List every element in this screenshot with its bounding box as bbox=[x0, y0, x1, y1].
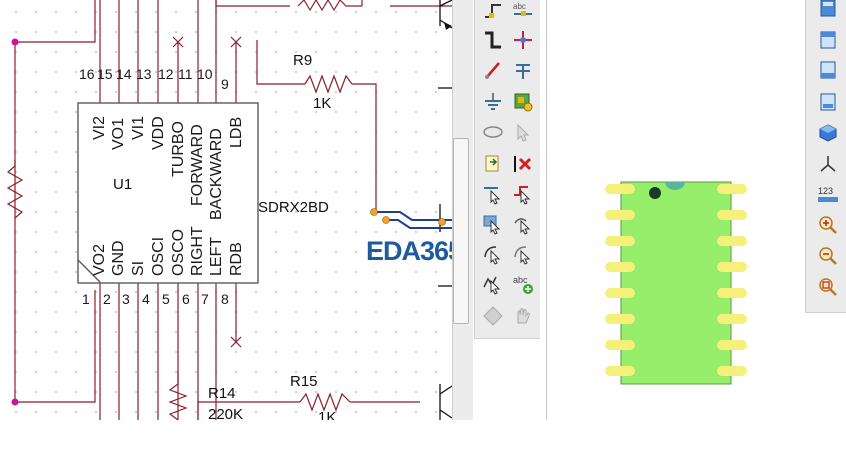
pin-name-right: RIGHT bbox=[189, 226, 206, 276]
add-text-icon[interactable]: abc bbox=[509, 270, 537, 298]
r14-value[interactable]: 220K bbox=[208, 406, 244, 420]
select-rect-icon[interactable] bbox=[479, 210, 507, 238]
ground-tool-icon[interactable] bbox=[479, 88, 507, 116]
r9-value[interactable]: 1K bbox=[313, 95, 332, 112]
pin-name-vo2: VO2 bbox=[91, 243, 108, 276]
zoom-in-icon[interactable] bbox=[816, 213, 840, 237]
zoom-out-icon[interactable] bbox=[816, 244, 840, 268]
pin-num-9: 9 bbox=[221, 76, 229, 92]
top-view-icon[interactable] bbox=[816, 0, 840, 20]
pin-name-vo1: VO1 bbox=[110, 117, 127, 150]
hand-pan-icon[interactable] bbox=[509, 302, 537, 330]
select-line-icon[interactable] bbox=[479, 180, 507, 208]
ic-footprint bbox=[605, 181, 747, 385]
diamond-tool-icon[interactable] bbox=[479, 302, 507, 330]
component-ref[interactable]: U1 bbox=[113, 176, 133, 193]
pin-num-7: 7 bbox=[201, 291, 209, 307]
pin-name-si: SI bbox=[130, 260, 147, 276]
pin-name-left: LEFT bbox=[208, 236, 225, 276]
axes-icon[interactable] bbox=[816, 152, 840, 176]
svg-text:abc: abc bbox=[513, 2, 526, 11]
pin-name-forward: FORWARD bbox=[189, 124, 206, 206]
measure-icon[interactable]: 123 bbox=[816, 183, 840, 207]
pin-name-turbo: TURBO bbox=[170, 121, 187, 177]
pin-name-vi1: VI1 bbox=[130, 115, 147, 140]
scrollbar-thumb[interactable] bbox=[453, 138, 469, 324]
place-part-icon[interactable] bbox=[509, 88, 537, 116]
pin-name-vdd: VDD bbox=[150, 116, 167, 150]
pointer-disabled-icon[interactable] bbox=[509, 118, 537, 146]
3d-view-icon[interactable] bbox=[816, 121, 840, 145]
pin-num-1: 1 bbox=[82, 291, 90, 307]
front-view-icon[interactable] bbox=[816, 28, 840, 52]
r15-value[interactable]: 1K bbox=[318, 409, 337, 420]
pin-num-11: 11 bbox=[178, 66, 193, 82]
pin-name-osco: OSCO bbox=[170, 228, 187, 276]
pin-name-backward: BACKWARD bbox=[208, 128, 225, 220]
select-polyline-icon[interactable] bbox=[479, 270, 507, 298]
select-arrow-icon[interactable] bbox=[509, 210, 537, 238]
pcb-preview[interactable] bbox=[547, 0, 805, 420]
pin-num-12: 12 bbox=[158, 66, 174, 82]
svg-text:abc: abc bbox=[513, 275, 528, 285]
pin-name-ldb: LDB bbox=[228, 116, 245, 148]
wire-tool-icon[interactable] bbox=[479, 0, 507, 24]
netlabel-tool-icon[interactable] bbox=[479, 150, 507, 178]
pin-num-6: 6 bbox=[182, 291, 190, 307]
pin-num-13: 13 bbox=[136, 66, 152, 82]
side-view-icon[interactable] bbox=[816, 58, 840, 82]
bottom-view-icon[interactable] bbox=[816, 90, 840, 114]
select-net-icon[interactable] bbox=[509, 180, 537, 208]
pin-num-3: 3 bbox=[122, 291, 130, 307]
select-curve-icon[interactable] bbox=[509, 240, 537, 268]
pin-num-2: 2 bbox=[103, 291, 111, 307]
r9-ref[interactable]: R9 bbox=[293, 52, 313, 69]
delete-cross-icon[interactable] bbox=[509, 150, 537, 178]
pin-num-10: 10 bbox=[197, 66, 213, 82]
view-toolbar: 123 bbox=[805, 0, 846, 313]
no-connect-icon[interactable] bbox=[509, 56, 537, 84]
bus-tool-icon[interactable] bbox=[479, 26, 507, 54]
pin-num-16: 16 bbox=[79, 66, 95, 82]
r15-ref[interactable]: R15 bbox=[290, 373, 318, 390]
pin-num-15: 15 bbox=[97, 66, 113, 82]
drawing-toolbar: abc abc bbox=[474, 0, 542, 339]
pin-num-14: 14 bbox=[116, 66, 132, 82]
line-tool-icon[interactable] bbox=[479, 56, 507, 84]
panel-divider[interactable] bbox=[540, 0, 547, 420]
svg-text:123: 123 bbox=[818, 186, 833, 196]
ellipse-tool-icon[interactable] bbox=[479, 118, 507, 146]
zoom-fit-icon[interactable] bbox=[816, 275, 840, 299]
watermark: EDA365 bbox=[366, 236, 463, 266]
text-tool-icon[interactable]: abc bbox=[509, 0, 537, 24]
junction-tool-icon[interactable] bbox=[509, 26, 537, 54]
pin-num-5: 5 bbox=[162, 291, 170, 307]
pin-num-4: 4 bbox=[142, 291, 150, 307]
select-arc-icon[interactable] bbox=[479, 240, 507, 268]
schematic-wires bbox=[6, 0, 452, 420]
component-value[interactable]: SDRX2BD bbox=[258, 199, 329, 216]
pin-name-osci: OSCI bbox=[150, 236, 167, 276]
r14-ref[interactable]: R14 bbox=[208, 385, 236, 402]
schematic-canvas[interactable]: 16 15 14 13 12 11 10 9 1 2 3 4 5 6 7 8 V… bbox=[0, 0, 452, 420]
pin-name-vi2: VI2 bbox=[91, 115, 108, 140]
pin-name-rdb: RDB bbox=[228, 242, 245, 276]
pin-num-8: 8 bbox=[221, 291, 229, 307]
pin-name-gnd: GND bbox=[110, 240, 127, 276]
bottom-blank-area bbox=[0, 420, 846, 471]
